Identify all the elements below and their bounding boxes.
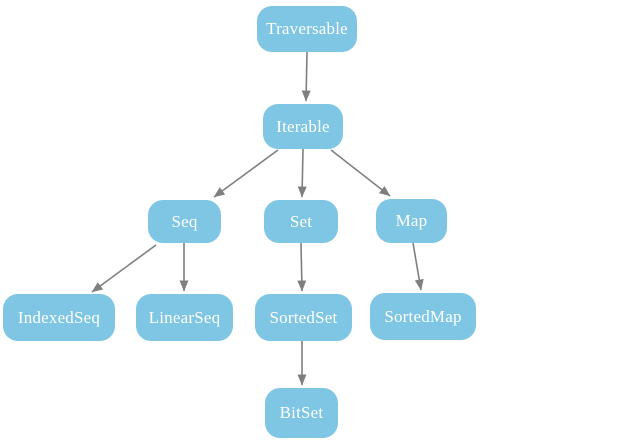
edge-seq-to-indexedseq xyxy=(91,244,157,293)
edge-iterable-to-map xyxy=(330,149,391,197)
edge-map-to-sortedmap xyxy=(412,242,424,291)
edge-set-to-sortedset xyxy=(297,242,307,292)
node-sortedset: SortedSet xyxy=(255,294,352,341)
edge-traversable-to-iterable xyxy=(301,51,311,102)
node-iterable: Iterable xyxy=(263,104,343,149)
edge-iterable-to-set xyxy=(297,148,307,198)
edge-iterable-to-seq xyxy=(213,149,279,198)
node-traversable: Traversable xyxy=(257,6,357,52)
node-set: Set xyxy=(264,200,338,243)
node-seq: Seq xyxy=(148,200,221,243)
node-map: Map xyxy=(376,199,447,243)
node-sortedmap: SortedMap xyxy=(370,293,476,340)
node-bitset: BitSet xyxy=(265,388,338,438)
node-linearseq: LinearSeq xyxy=(136,294,233,341)
node-indexedseq: IndexedSeq xyxy=(3,294,115,341)
